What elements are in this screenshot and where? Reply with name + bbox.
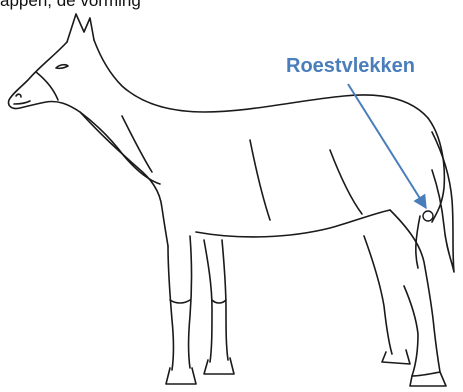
horse-ears: [66, 13, 95, 43]
horse-hind-leg-far: [363, 235, 393, 355]
horse-outline-drawing: [7, 13, 455, 387]
callout-arrow: [347, 83, 427, 210]
horse-knee-far: [211, 299, 227, 304]
callout-label: Roestvlekken: [286, 55, 415, 77]
horse-fore-leg-near: [167, 235, 193, 371]
horse-fore-leg-far: [203, 239, 229, 363]
horse-knee-near: [169, 299, 191, 304]
horse-rump: [427, 117, 446, 223]
horse-mane: [93, 39, 429, 119]
horse-hind-leg-near: [389, 209, 441, 377]
horse-tail: [431, 131, 455, 273]
horse-eye: [55, 63, 69, 70]
horse-fore-hoof-far: [203, 357, 235, 375]
small-circle-marker: [422, 210, 434, 222]
horse-fore-hoof-near: [165, 367, 197, 385]
horse-hind-hoof-near: [409, 371, 447, 387]
horse-flank: [329, 149, 363, 215]
horse-nostril: [15, 93, 22, 98]
horse-head-neck-outline: [7, 41, 161, 185]
horse-hind-hoof-far: [381, 349, 411, 365]
horse-shoulder: [121, 115, 153, 173]
caption-fragment: appen, de vorming: [0, 0, 141, 10]
horse-belly: [195, 209, 391, 238]
horse-ribs: [249, 139, 271, 221]
horse-chest: [79, 111, 169, 247]
horse-gaskin: [415, 215, 421, 269]
horse-cheek: [35, 71, 59, 101]
horse-mouth: [13, 100, 31, 105]
